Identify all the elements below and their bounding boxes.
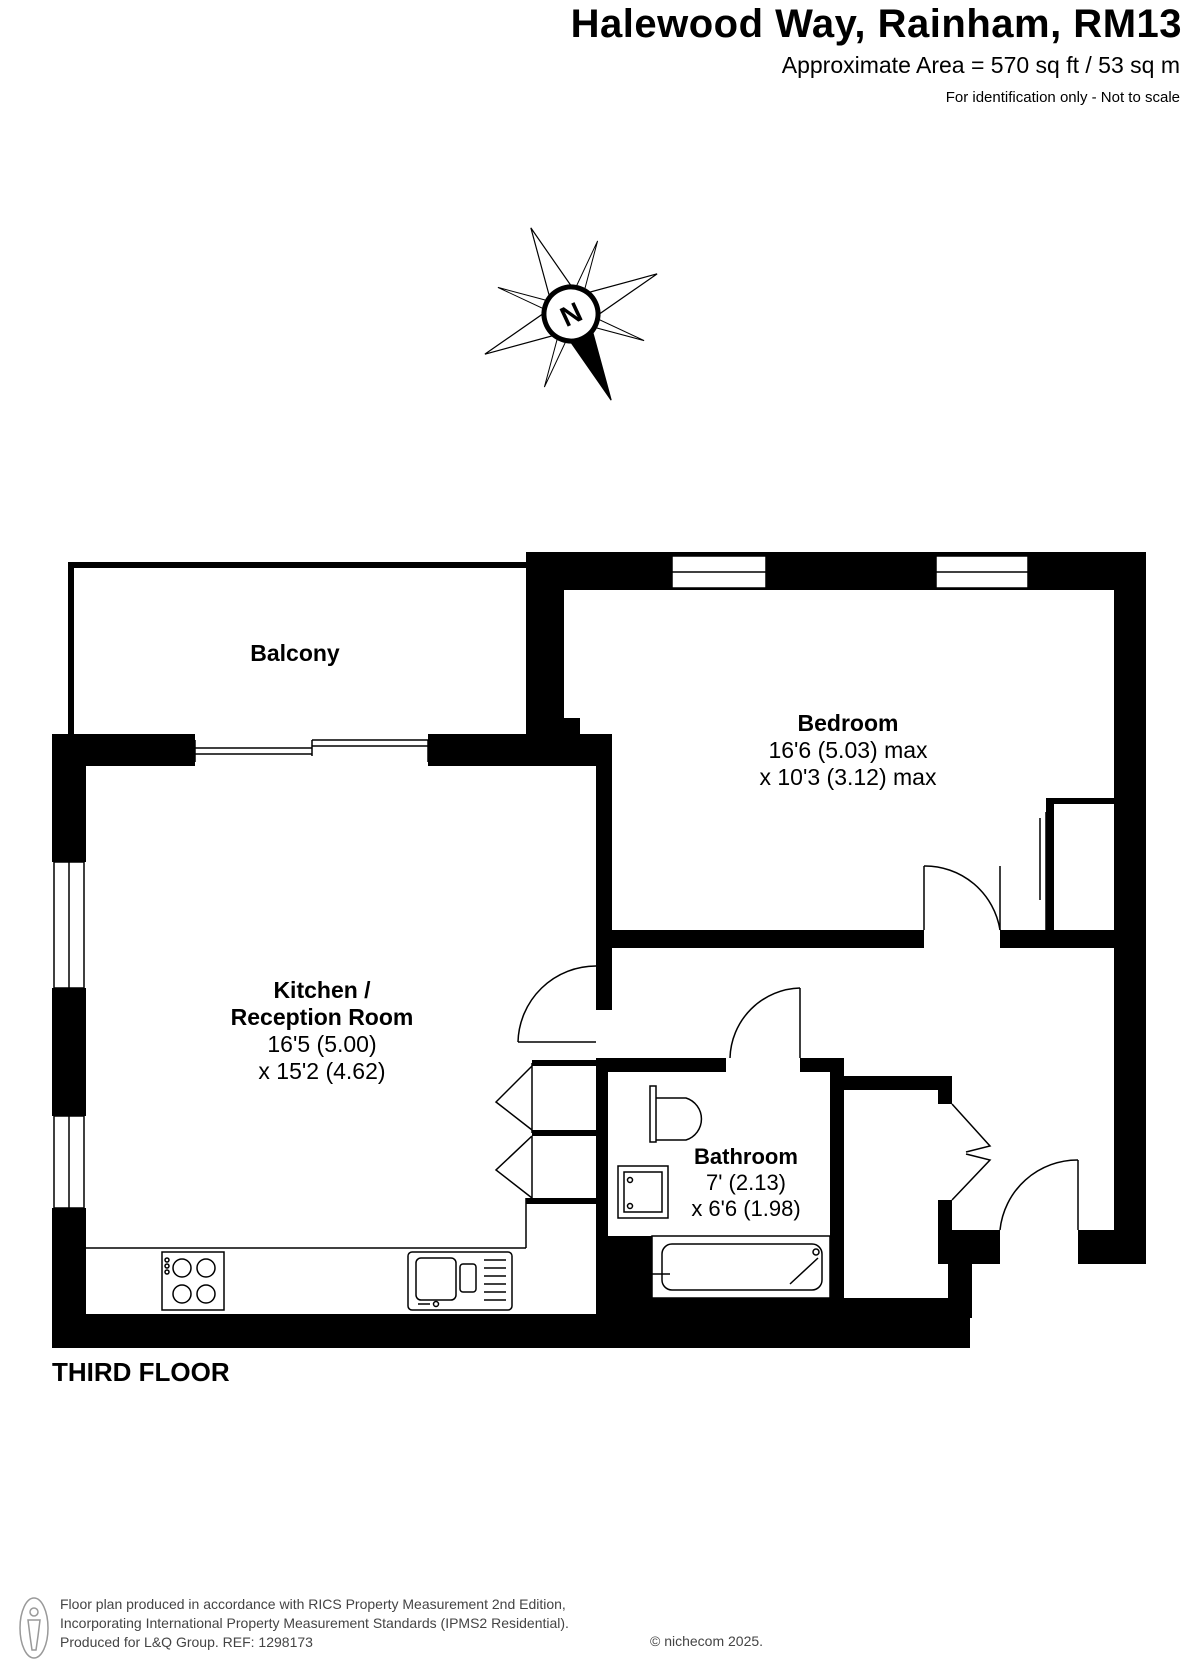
room-label-balcony: Balcony [250, 640, 340, 666]
basin-icon [617, 1165, 669, 1219]
page-title: Halewood Way, Rainham, RM13 [570, 2, 1182, 46]
balcony-outline [68, 562, 526, 734]
kitchen-dimension-1: 16'5 (5.00) [267, 1031, 376, 1057]
bathroom-dimension-2: x 6'6 (1.98) [691, 1196, 800, 1221]
windows [53, 555, 1029, 1209]
sink-icon [407, 1251, 513, 1311]
footer-line-1: Floor plan produced in accordance with R… [60, 1596, 566, 1612]
compass-icon [484, 227, 658, 401]
door-swings [517, 812, 1079, 1231]
bedroom-dimension-2: x 10'3 (3.12) max [760, 764, 937, 790]
toilet-icon [649, 1085, 703, 1143]
bedroom-dimension-1: 16'6 (5.03) max [768, 737, 928, 763]
footer-line-2: Incorporating International Property Mea… [60, 1615, 569, 1631]
floor-label: THIRD FLOOR [52, 1357, 230, 1387]
person-scale-icon [19, 1597, 49, 1659]
bathroom-dimension-1: 7' (2.13) [706, 1170, 786, 1195]
identification-note: For identification only - Not to scale [945, 89, 1180, 106]
cupboard-doors [494, 1063, 533, 1199]
room-label-bathroom: Bathroom [694, 1144, 798, 1169]
bath-icon [651, 1235, 831, 1299]
hob-icon [161, 1251, 225, 1311]
walls [52, 552, 1146, 1348]
footer-text: Floor plan produced in accordance with R… [60, 1595, 569, 1652]
approximate-area: Approximate Area = 570 sq ft / 53 sq m [781, 52, 1180, 78]
footer-copyright: © nichecom 2025. [650, 1633, 764, 1649]
room-label-bedroom: Bedroom [798, 710, 899, 736]
room-label-kitchen-line2: Reception Room [231, 1004, 414, 1030]
sliding-door [194, 738, 429, 762]
kitchen-dimension-2: x 15'2 (4.62) [258, 1058, 385, 1084]
footer-line-3: Produced for L&Q Group. REF: 1298173 [60, 1634, 313, 1650]
room-label-kitchen-line1: Kitchen / [273, 977, 371, 1003]
kitchen-worktop [86, 1198, 527, 1249]
